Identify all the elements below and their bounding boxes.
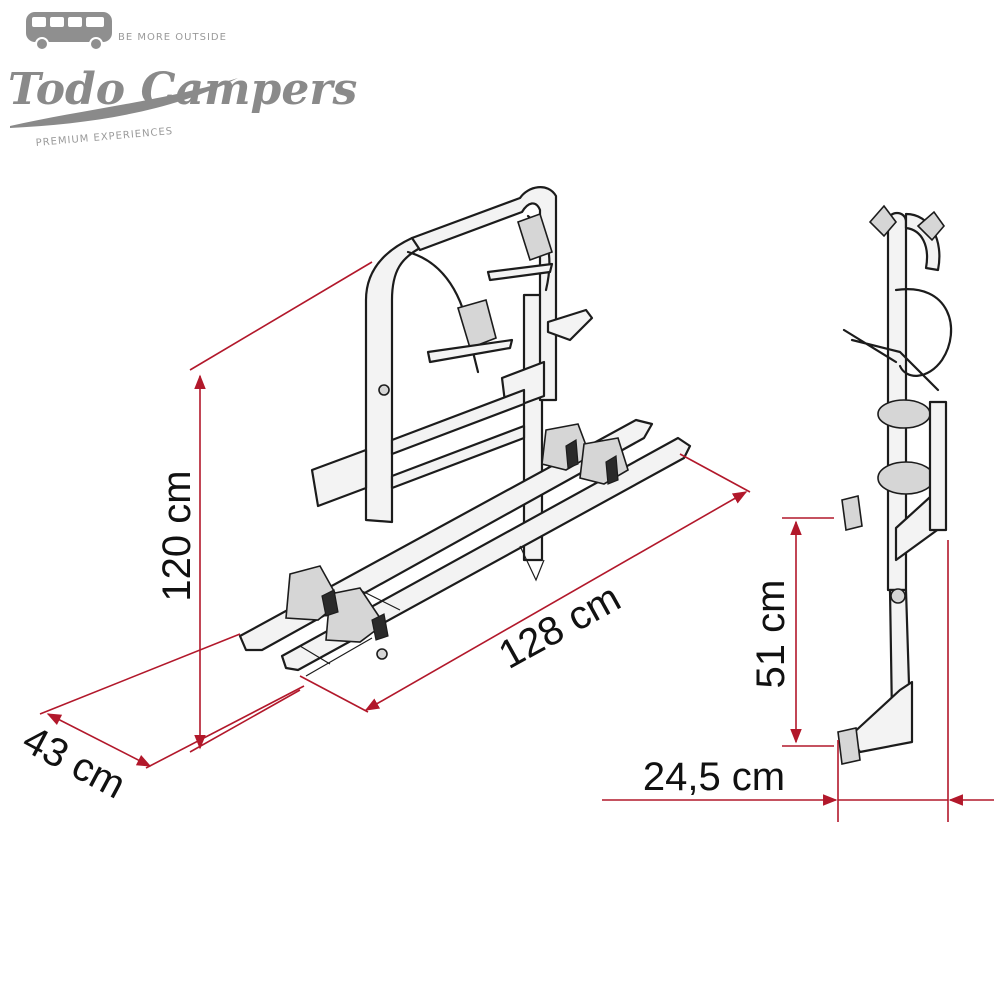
side-cradle-link [928, 400, 948, 532]
depth-dimension-line [46, 713, 152, 767]
side-lower-cradle [877, 461, 935, 495]
side-arm-upper [894, 288, 953, 377]
cradle-strap-1 [321, 589, 339, 617]
upper-crossbar [390, 388, 526, 456]
width-extension-right [679, 453, 751, 493]
logo-tagline: BE MORE OUTSIDE [118, 32, 227, 43]
rail-connector-front [299, 637, 373, 677]
brand-logo: BE MORE OUTSIDE Todo Campers PREMIUM EXP… [8, 12, 357, 149]
upper-arm-strap [426, 338, 514, 364]
height-label: 120 cm [155, 470, 199, 601]
upper-arm-clamp [457, 299, 497, 350]
middle-crossbar [390, 424, 526, 490]
van-icon [26, 12, 112, 51]
side-upper-cradle [877, 399, 931, 429]
height-extension-top [189, 261, 373, 371]
rack-isometric-view [238, 186, 692, 677]
side-hook [546, 308, 594, 342]
depth-extension-left [39, 633, 241, 715]
side-top-clamp-2 [916, 210, 946, 242]
side-top-clamp [868, 204, 898, 238]
lock-knob-icon [376, 648, 388, 660]
width-extension-left [299, 675, 369, 713]
cradle-strap-3 [565, 438, 579, 469]
depth-extension-right [145, 685, 305, 769]
lower-arm-strap [486, 262, 554, 282]
height-extension-bottom [189, 689, 301, 753]
side-height-label: 51 cm [749, 580, 793, 689]
logo-brand: Todo Campers [8, 64, 357, 115]
side-arm-diagonal [842, 328, 940, 392]
side-bolt-icon [890, 588, 906, 604]
side-depth-label: 24,5 cm [643, 755, 785, 799]
logo-subtitle: PREMIUM EXPERIENCES [35, 126, 173, 149]
width-dimension-line [364, 491, 748, 711]
lower-arm-clamp [517, 212, 553, 262]
side-bottom-bracket [848, 680, 914, 754]
left-mount-bracket [310, 448, 368, 508]
side-bottom-clamp [837, 727, 861, 765]
dimension-lines [39, 261, 994, 822]
cradle-strap-4 [605, 454, 619, 485]
rack-side-view [837, 204, 953, 765]
logo-swoosh [10, 78, 238, 128]
side-bracket-clamp [841, 495, 863, 531]
depth-label: 43 cm [16, 718, 133, 808]
knob-icon [378, 384, 390, 396]
